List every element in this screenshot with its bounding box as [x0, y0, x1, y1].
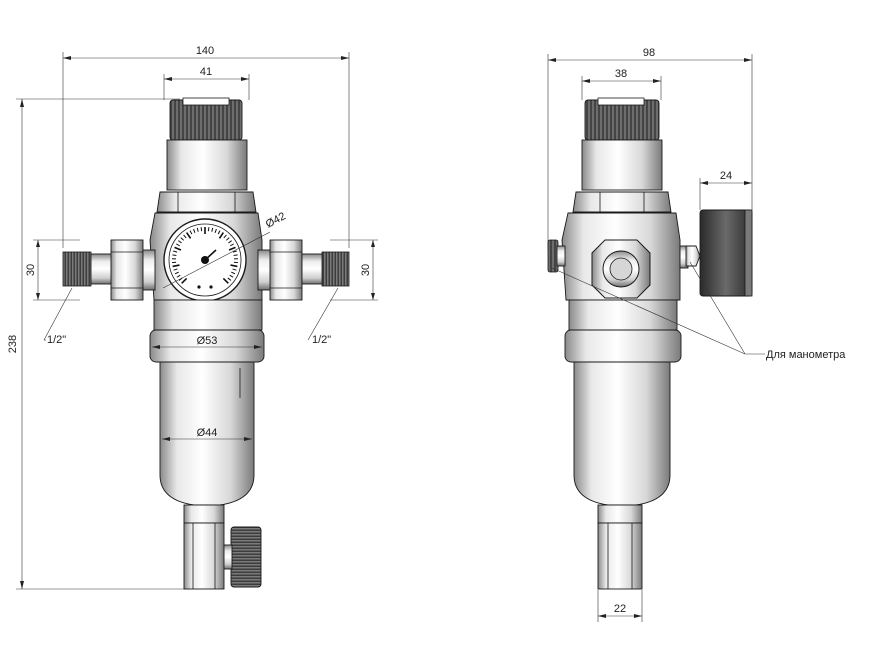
dim-side-cap-label: 38 [615, 68, 627, 80]
side-collar-band [564, 329, 682, 363]
gauge-tick [174, 246, 182, 251]
thread-label-left: 1/2" [47, 334, 66, 346]
dim-gauge-diameter-label: Ø42 [264, 210, 288, 230]
side-hex-nut [572, 191, 672, 213]
thread-label-right: 1/2" [312, 334, 331, 346]
dim-body-diameter-label: Ø53 [197, 335, 218, 347]
dim-front-width-label: 140 [196, 45, 214, 57]
gauge-tick [175, 243, 180, 247]
dim-front-cap: 41 [163, 66, 250, 100]
dim-front-width: 140 [62, 45, 350, 248]
gauge-tick [183, 234, 187, 239]
dim-front-port-left: 30 [25, 239, 80, 301]
gauge-tick [180, 237, 185, 241]
gauge-tick [173, 268, 178, 271]
front-collar [153, 299, 263, 331]
gauge-tick [173, 250, 178, 253]
dim-bowl-diameter: Ø44 [162, 427, 252, 441]
side-cap-neck [581, 139, 663, 191]
front-drain-pipe [183, 522, 225, 590]
gauge-tick [223, 234, 227, 239]
front-drain-valve [230, 526, 262, 588]
gauge-tick [232, 250, 237, 253]
gauge-tick [227, 277, 232, 281]
front-view: 140 41 238 30 [7, 45, 378, 590]
gauge-tick [176, 274, 181, 278]
gauge-tick [186, 232, 192, 239]
side-gauge-hex [685, 245, 701, 267]
gauge-port-leader: Для манометра [551, 261, 846, 361]
dim-front-port-right-label: 30 [360, 264, 372, 276]
dim-body-diameter: Ø53 [152, 335, 262, 349]
gauge-tick [218, 232, 224, 239]
gauge-tick [225, 237, 230, 241]
dim-side-drain-label: 22 [614, 603, 626, 615]
front-right-thread [321, 251, 350, 287]
gauge-tick [228, 246, 236, 251]
front-hex-nut [156, 191, 257, 213]
front-left-thread [62, 251, 92, 287]
gauge-tick [233, 254, 238, 256]
dim-bowl-diameter-label: Ø44 [197, 427, 218, 439]
gauge-tick [230, 264, 238, 268]
gauge-tick [222, 277, 229, 284]
front-right-union-nut [269, 239, 303, 301]
front-cap-knurl [169, 99, 243, 141]
dim-front-cap-label: 41 [200, 66, 212, 78]
front-drain-neck [183, 504, 225, 524]
side-left-knob [547, 239, 559, 273]
dim-side-gauge: 24 [699, 170, 752, 210]
gauge-tick [174, 271, 179, 275]
gauge-tick [214, 228, 217, 233]
side-drain-pipe [597, 522, 643, 590]
dim-front-port-left-label: 30 [25, 264, 37, 276]
thread-leader-left: 1/2" [43, 287, 73, 346]
gauge-tick [196, 227, 199, 232]
gauge-tick [211, 227, 214, 232]
dim-side-gauge-label: 24 [720, 170, 732, 182]
gauge-tick [232, 268, 237, 271]
side-gauge-body [699, 209, 753, 297]
gauge-tick [231, 271, 236, 275]
side-cap-knurl [584, 99, 660, 141]
side-bowl [573, 361, 671, 506]
front-cap-neck [166, 139, 248, 191]
side-view: 98 38 24 [547, 47, 846, 622]
dim-front-height-label: 238 [7, 335, 19, 353]
gauge-tick [193, 228, 196, 233]
dim-side-cap: 38 [581, 68, 662, 100]
gauge-icon [163, 218, 247, 302]
side-collar [568, 299, 678, 331]
gauge-tick [172, 254, 177, 256]
side-drain-neck [597, 504, 643, 524]
gauge-tick [228, 240, 232, 244]
gauge-tick [217, 230, 221, 235]
front-left-union-nut [110, 239, 144, 301]
dim-side-width: 98 [547, 47, 753, 250]
side-port-icon [591, 239, 651, 299]
gauge-tick [178, 240, 182, 244]
gauge-tick [181, 277, 188, 284]
dim-front-height: 238 [7, 98, 190, 590]
dim-side-drain: 22 [597, 590, 643, 622]
gauge-tick [172, 264, 180, 268]
gauge-tick [230, 243, 235, 247]
dim-front-port-right: 30 [330, 239, 378, 301]
thread-leader-right: 1/2" [307, 287, 339, 346]
gauge-tick [229, 274, 234, 278]
gauge-port-label: Для манометра [766, 349, 846, 361]
gauge-tick [189, 230, 193, 235]
dim-side-width-label: 98 [643, 47, 655, 59]
